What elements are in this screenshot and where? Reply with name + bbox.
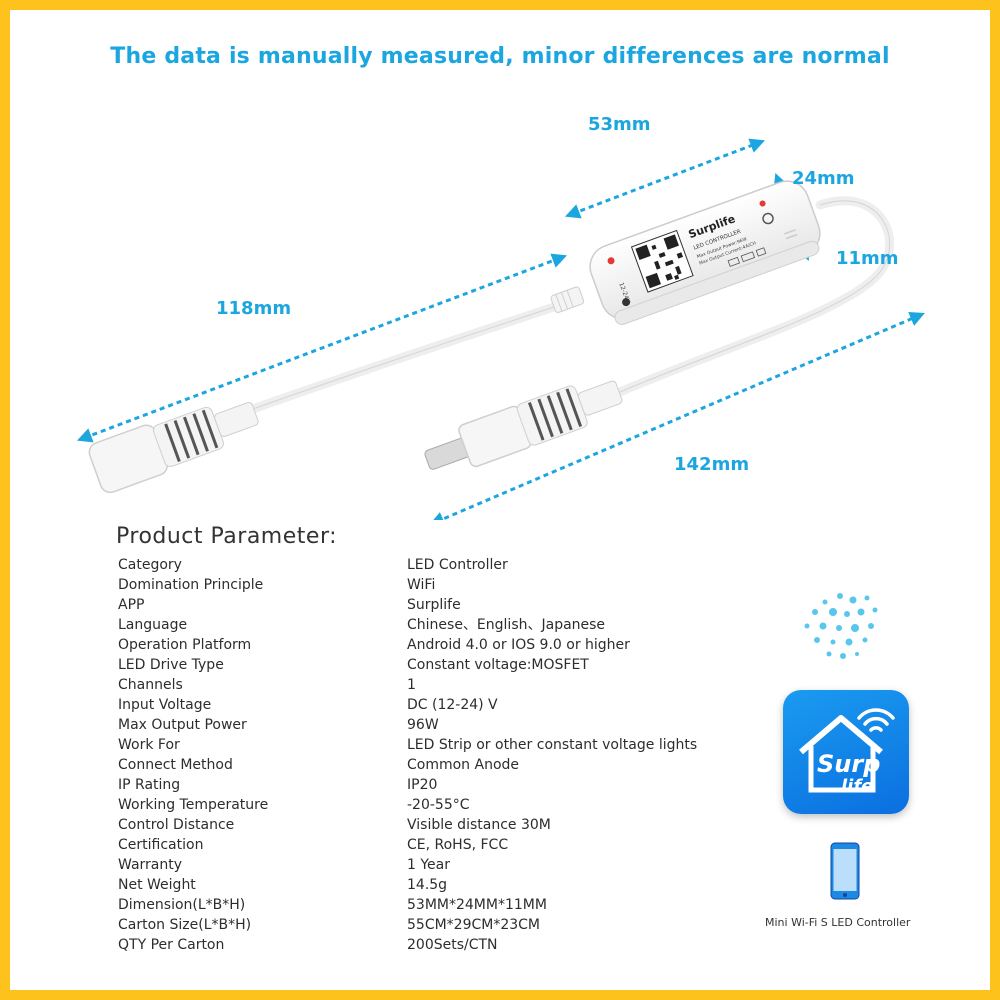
param-row: Operation Platform Android 4.0 or IOS 9.0… bbox=[118, 635, 738, 655]
headline: The data is manually measured, minor dif… bbox=[110, 44, 890, 69]
params-title: Product Parameter: bbox=[116, 524, 338, 549]
param-value: LED Strip or other constant voltage ligh… bbox=[407, 737, 698, 753]
param-row: Work For LED Strip or other constant volt… bbox=[118, 735, 738, 755]
param-key: Net Weight bbox=[118, 877, 196, 893]
param-row: Working Temperature -20-55°C bbox=[118, 795, 738, 815]
dimension-arrow-142mm bbox=[429, 312, 925, 520]
param-key: Channels bbox=[118, 677, 183, 693]
param-value: CE, RoHS, FCC bbox=[407, 837, 509, 853]
param-key: Language bbox=[118, 617, 188, 633]
dimension-label-53mm: 53mm bbox=[588, 114, 651, 135]
param-key: Certification bbox=[118, 837, 204, 853]
param-value: 200Sets/CTN bbox=[407, 937, 498, 953]
param-value: 55CM*29CM*23CM bbox=[407, 917, 541, 933]
dimension-label-118mm: 118mm bbox=[216, 298, 292, 319]
param-key: QTY Per Carton bbox=[118, 937, 225, 953]
app-icon-line1: Surp bbox=[817, 750, 880, 778]
param-key: Category bbox=[118, 557, 182, 573]
function-button-icon[interactable] bbox=[621, 297, 631, 307]
surplife-app-icon: Surp life bbox=[783, 690, 909, 814]
param-row: Channels 1 bbox=[118, 675, 738, 695]
param-value: 1 bbox=[407, 677, 416, 693]
param-value: IP20 bbox=[407, 777, 438, 793]
param-value: Chinese、English、Japanese bbox=[407, 617, 606, 633]
param-key: Dimension(L*B*H) bbox=[118, 897, 246, 913]
param-row: Net Weight 14.5g bbox=[118, 875, 738, 895]
controller-body: Surplife LED CONTROLLER Max Output Power… bbox=[589, 180, 821, 325]
fcc-mark-icon bbox=[755, 247, 767, 257]
param-row: Carton Size(L*B*H) 55CM*29CM*23CM bbox=[118, 915, 738, 935]
param-key: IP Rating bbox=[118, 777, 181, 793]
param-row: Input Voltage DC (12-24) V bbox=[118, 695, 738, 715]
param-key: Connect Method bbox=[118, 757, 233, 773]
cable-right-outline bbox=[619, 200, 891, 393]
param-row: Connect Method Common Anode bbox=[118, 755, 738, 775]
param-value: -20-55°C bbox=[407, 797, 470, 813]
param-key: Input Voltage bbox=[118, 697, 212, 713]
param-value: 96W bbox=[407, 717, 439, 733]
param-key: Domination Principle bbox=[118, 577, 264, 593]
product-illustration: Surplife LED CONTROLLER Max Output Power… bbox=[76, 138, 925, 520]
param-key: Max Output Power bbox=[118, 717, 247, 733]
param-key: APP bbox=[118, 597, 145, 613]
param-value: Android 4.0 or IOS 9.0 or higher bbox=[407, 637, 630, 653]
smartphone-icon bbox=[830, 842, 860, 900]
param-value: Visible distance 30M bbox=[407, 817, 551, 833]
param-row: Warranty 1 Year bbox=[118, 855, 738, 875]
rohs-mark-icon bbox=[740, 251, 756, 263]
param-value: 53MM*24MM*11MM bbox=[407, 897, 547, 913]
dimension-arrow-118mm bbox=[76, 253, 568, 443]
param-key: Control Distance bbox=[118, 817, 235, 833]
param-value: 14.5g bbox=[407, 877, 448, 893]
param-value: Surplife bbox=[407, 597, 461, 613]
param-row: IP Rating IP20 bbox=[118, 775, 738, 795]
param-row: Domination Principle WiFi bbox=[118, 575, 738, 595]
param-key: Operation Platform bbox=[118, 637, 252, 653]
param-key: Carton Size(L*B*H) bbox=[118, 917, 252, 933]
dots-decoration-icon bbox=[804, 593, 878, 659]
param-row: Dimension(L*B*H) 53MM*24MM*11MM bbox=[118, 895, 738, 915]
param-row: Language Chinese、English、Japanese bbox=[118, 615, 738, 635]
param-key: Working Temperature bbox=[118, 797, 269, 813]
male-dc-connector bbox=[424, 380, 623, 470]
param-row: APP Surplife bbox=[118, 595, 738, 615]
param-value: Common Anode bbox=[407, 757, 520, 773]
param-row: Category LED Controller bbox=[118, 555, 738, 575]
param-row: Certification CE, RoHS, FCC bbox=[118, 835, 738, 855]
status-led-icon bbox=[607, 257, 615, 265]
ce-mark-icon bbox=[727, 256, 741, 267]
female-dc-connector bbox=[88, 401, 259, 494]
dimension-arrow-53mm bbox=[564, 138, 766, 219]
cable-left-outline bbox=[249, 304, 561, 411]
dimension-label-142mm: 142mm bbox=[674, 454, 750, 475]
param-value: WiFi bbox=[407, 577, 436, 593]
dimension-label-24mm: 24mm bbox=[792, 168, 855, 189]
app-icon-line2: life bbox=[841, 776, 873, 797]
param-value: 1 Year bbox=[407, 857, 450, 873]
param-value: DC (12-24) V bbox=[407, 697, 498, 713]
reset-button-icon[interactable] bbox=[762, 212, 775, 225]
dimension-label-11mm: 11mm bbox=[836, 248, 899, 269]
param-value: LED Controller bbox=[407, 557, 508, 573]
wifi-led-icon bbox=[759, 200, 766, 207]
param-row: LED Drive Type Constant voltage:MOSFET bbox=[118, 655, 738, 675]
param-value: Constant voltage:MOSFET bbox=[407, 657, 589, 673]
param-row: QTY Per Carton 200Sets/CTN bbox=[118, 935, 738, 955]
wifi-icon bbox=[857, 708, 895, 732]
param-row: Max Output Power 96W bbox=[118, 715, 738, 735]
param-key: Warranty bbox=[118, 857, 183, 873]
controller-strain-relief bbox=[550, 286, 585, 313]
caption: Mini Wi-Fi S LED Controller bbox=[765, 916, 911, 929]
param-key: LED Drive Type bbox=[118, 657, 224, 673]
param-row: Control Distance Visible distance 30M bbox=[118, 815, 738, 835]
param-key: Work For bbox=[118, 737, 180, 753]
